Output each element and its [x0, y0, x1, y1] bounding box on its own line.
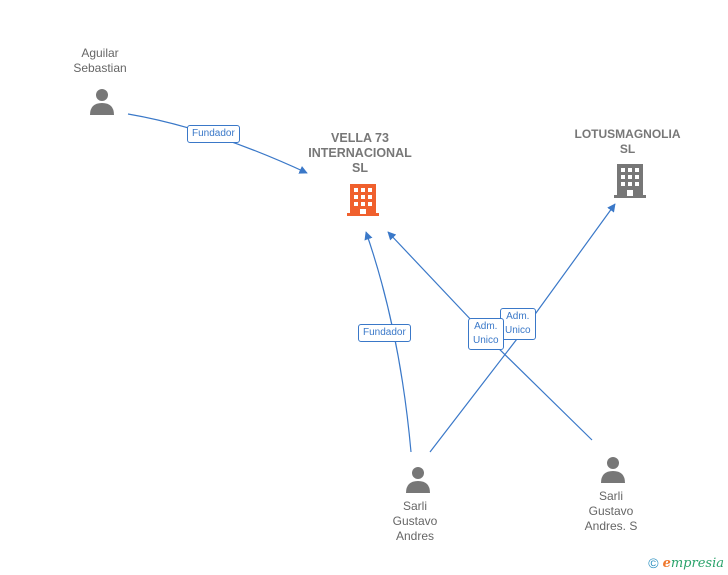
node-label-vella[interactable]: VELLA 73 INTERNACIONAL SL — [308, 131, 412, 175]
edge-label-adm-unico[interactable]: Adm. Unico — [468, 318, 504, 350]
building-icon[interactable] — [614, 162, 646, 198]
node-label-sarli[interactable]: Sarli Gustavo Andres — [392, 499, 438, 543]
edge-aguilar-vella — [127, 113, 308, 174]
node-label-lotus[interactable]: LOTUSMAGNOLIA SL — [574, 127, 681, 156]
building-icon[interactable] — [347, 182, 379, 216]
node-label-sarli-s[interactable]: Sarli Gustavo Andres. S — [584, 489, 638, 533]
edge-sarli-vella — [364, 231, 412, 453]
person-icon[interactable] — [404, 465, 432, 493]
copyright-icon: © — [648, 555, 659, 571]
person-icon[interactable] — [88, 87, 116, 115]
edge-label-adm-unico[interactable]: Adm. Unico — [500, 308, 536, 340]
edge-label-fundador[interactable]: Fundador — [358, 324, 411, 342]
footer-brand: © empresia — [648, 555, 724, 571]
node-label-aguilar[interactable]: Aguilar Sebastian — [73, 46, 127, 75]
edge-label-fundador[interactable]: Fundador — [187, 125, 240, 143]
person-icon[interactable] — [599, 455, 627, 483]
brand-logo[interactable]: empresia — [662, 555, 724, 571]
